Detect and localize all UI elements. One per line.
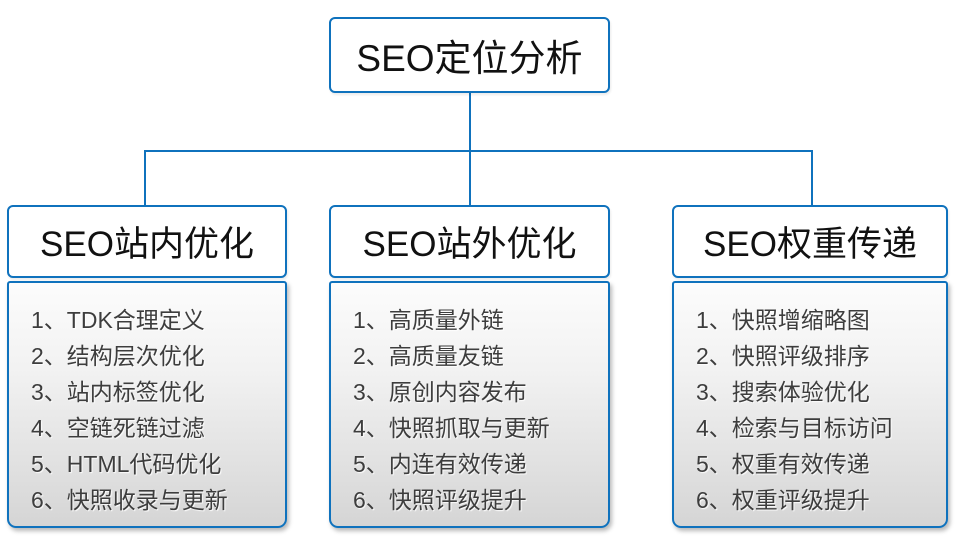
list-item: 2、结构层次优化	[31, 343, 205, 369]
list-item: 6、快照收录与更新	[31, 487, 228, 513]
list-item: 2、快照评级排序	[696, 343, 870, 369]
list-item: 4、空链死链过滤	[31, 415, 205, 441]
item-list: 1、高质量外链 2、高质量友链 3、原创内容发布 4、快照抓取与更新 5、内连有…	[331, 283, 608, 518]
branch-title: SEO站外优化	[362, 225, 577, 264]
list-item: 5、HTML代码优化	[31, 451, 222, 477]
list-item: 1、TDK合理定义	[31, 307, 205, 333]
branch-node-weight-transfer: SEO权重传递	[672, 205, 948, 278]
list-item: 6、权重评级提升	[696, 487, 870, 513]
list-item: 5、权重有效传递	[696, 451, 870, 477]
list-panel-weight-transfer: 1、快照增缩略图 2、快照评级排序 3、搜索体验优化 4、检索与目标访问 5、权…	[672, 281, 948, 528]
root-node-seo-positioning-analysis: SEO定位分析	[329, 17, 610, 93]
item-list: 1、快照增缩略图 2、快照评级排序 3、搜索体验优化 4、检索与目标访问 5、权…	[674, 283, 946, 518]
list-item: 5、内连有效传递	[353, 451, 527, 477]
branch-node-offsite-optimization: SEO站外优化	[329, 205, 610, 278]
connector-drop-right	[811, 150, 813, 206]
list-panel-offsite-optimization: 1、高质量外链 2、高质量友链 3、原创内容发布 4、快照抓取与更新 5、内连有…	[329, 281, 610, 528]
connector-drop-middle	[469, 150, 471, 206]
connector-root-stem	[469, 93, 471, 151]
branch-title: SEO站内优化	[40, 225, 254, 264]
connector-horizontal-bar	[144, 150, 813, 152]
connector-drop-left	[144, 150, 146, 206]
list-item: 1、高质量外链	[353, 307, 504, 333]
list-item: 3、搜索体验优化	[696, 379, 870, 405]
item-list: 1、TDK合理定义 2、结构层次优化 3、站内标签优化 4、空链死链过滤 5、H…	[9, 283, 285, 518]
branch-title: SEO权重传递	[703, 225, 917, 264]
list-item: 1、快照增缩略图	[696, 307, 870, 333]
list-item: 3、原创内容发布	[353, 379, 527, 405]
list-panel-onsite-optimization: 1、TDK合理定义 2、结构层次优化 3、站内标签优化 4、空链死链过滤 5、H…	[7, 281, 287, 528]
list-item: 6、快照评级提升	[353, 487, 527, 513]
list-item: 4、检索与目标访问	[696, 415, 893, 441]
list-item: 2、高质量友链	[353, 343, 504, 369]
list-item: 3、站内标签优化	[31, 379, 205, 405]
branch-node-onsite-optimization: SEO站内优化	[7, 205, 287, 278]
list-item: 4、快照抓取与更新	[353, 415, 550, 441]
root-node-title: SEO定位分析	[356, 38, 583, 79]
